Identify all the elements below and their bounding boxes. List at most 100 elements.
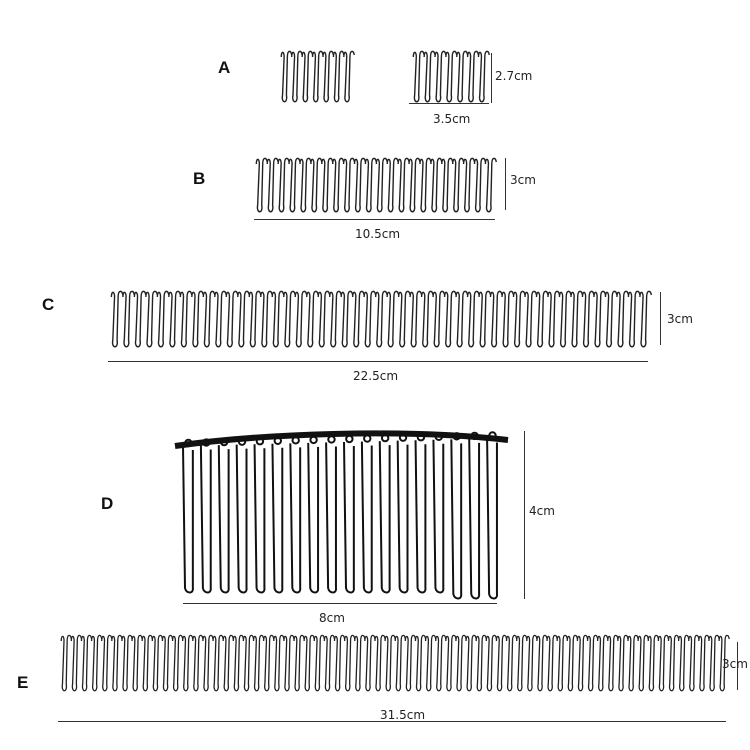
comb-b-tooth	[321, 157, 334, 213]
comb-c-tooth	[478, 290, 492, 348]
comb-c-tooth	[248, 290, 262, 348]
comb-e-tooth	[151, 634, 164, 692]
comb-a-right-tooth	[456, 50, 469, 103]
comb-c-tooth	[593, 290, 607, 348]
comb-c-tooth	[535, 290, 549, 348]
comb-d-tooth	[182, 445, 194, 594]
variant-a-width: 3.5cm	[433, 112, 471, 126]
comb-e-tooth	[232, 634, 245, 692]
comb-c-tooth	[524, 290, 538, 348]
comb-d-tooth	[450, 439, 463, 600]
comb-e-tooth	[364, 634, 376, 692]
comb-e-tooth	[495, 634, 508, 692]
comb-e-tooth	[60, 634, 72, 692]
comb-e-tooth	[323, 634, 336, 692]
comb-c-tooth	[374, 290, 388, 348]
comb-b-tooth	[441, 157, 454, 213]
comb-d-coil	[327, 435, 336, 444]
comb-c-tooth	[363, 290, 377, 348]
comb-e-tooth	[485, 634, 498, 692]
comb-c-tooth	[397, 290, 411, 348]
comb-d-coil	[219, 437, 229, 447]
comb-b	[255, 157, 497, 213]
comb-d-coil	[273, 436, 283, 445]
variant-c-width: 22.5cm	[353, 369, 399, 383]
comb-e-tooth	[141, 634, 153, 692]
comb-b-tooth	[386, 157, 399, 213]
comb-d-coil	[470, 431, 479, 441]
comb-b-tooth	[364, 157, 377, 213]
comb-d-tooth	[289, 443, 302, 594]
comb-a-left-tooth	[280, 50, 293, 103]
dimension-line-b-width	[254, 219, 495, 220]
comb-c-tooth	[271, 290, 285, 348]
dimension-line-a-height	[491, 53, 492, 103]
variant-c-label: C	[42, 295, 55, 314]
comb-a-right-tooth	[434, 50, 447, 103]
comb-e-tooth	[465, 634, 477, 692]
comb-c-tooth	[214, 290, 227, 348]
dimension-line-b-height	[505, 158, 506, 210]
comb-e-tooth	[677, 634, 690, 692]
variant-a-label: A	[218, 58, 231, 77]
comb-a-right-tooth	[466, 50, 480, 103]
comb-a-right-tooth	[423, 50, 436, 103]
variant-c-height: 3cm	[667, 312, 693, 326]
comb-c-tooth	[202, 290, 216, 348]
comb-e-tooth	[384, 634, 396, 692]
comb-e-tooth	[546, 634, 558, 692]
comb-e-tooth	[526, 634, 538, 692]
comb-b-tooth	[451, 157, 465, 213]
comb-e-tooth	[718, 634, 730, 692]
comb-e	[60, 634, 730, 692]
comb-a-right-tooth	[445, 50, 458, 103]
comb-c-tooth	[168, 290, 182, 348]
comb-e-tooth	[586, 634, 599, 692]
comb-b-tooth	[353, 157, 367, 213]
comb-e-tooth	[313, 634, 326, 692]
variant-e-label: E	[17, 673, 29, 692]
comb-e-tooth	[262, 634, 275, 692]
comb-d-coil	[237, 437, 247, 446]
comb-c-tooth	[156, 290, 170, 348]
comb-b-tooth	[419, 157, 432, 213]
comb-e-tooth	[414, 634, 427, 692]
dimension-line-e-width	[58, 721, 726, 722]
comb-d-tooth	[378, 441, 391, 594]
comb-c-tooth	[351, 290, 365, 348]
dimension-line-e-height	[737, 642, 738, 690]
comb-d-coil	[380, 433, 390, 443]
comb-e-tooth	[566, 634, 579, 692]
comb-e-tooth	[343, 634, 356, 692]
comb-c-tooth	[237, 290, 250, 348]
dimension-line-d-width	[183, 603, 497, 604]
comb-d-tooth	[271, 443, 284, 594]
comb-c-tooth	[604, 290, 618, 348]
comb-e-tooth	[688, 634, 700, 692]
comb-c-tooth	[466, 290, 480, 348]
variant-e-height: 3cm	[722, 657, 748, 671]
comb-a-left-tooth	[322, 50, 335, 103]
comb-e-tooth	[637, 634, 649, 692]
comb-c-tooth	[570, 290, 584, 348]
comb-e-tooth	[101, 634, 113, 692]
comb-c-tooth	[294, 290, 308, 348]
comb-a-right	[412, 50, 490, 103]
comb-c-tooth	[489, 290, 503, 348]
comb-d-coil	[255, 437, 265, 446]
variant-b-width: 10.5cm	[355, 227, 401, 241]
variant-a-height: 2.7cm	[495, 69, 533, 83]
comb-e-tooth	[293, 634, 305, 692]
comb-b-tooth	[342, 157, 356, 213]
comb-e-tooth	[192, 634, 204, 692]
comb-d-tooth	[217, 445, 230, 594]
comb-c-tooth	[386, 290, 400, 348]
comb-e-tooth	[171, 634, 184, 692]
dimension-line-c-height	[660, 292, 661, 345]
comb-d-tooth	[307, 442, 320, 594]
comb-b-tooth	[397, 157, 410, 213]
comb-c-tooth	[225, 290, 239, 348]
comb-e-tooth	[222, 634, 234, 692]
comb-b-tooth	[277, 157, 290, 213]
